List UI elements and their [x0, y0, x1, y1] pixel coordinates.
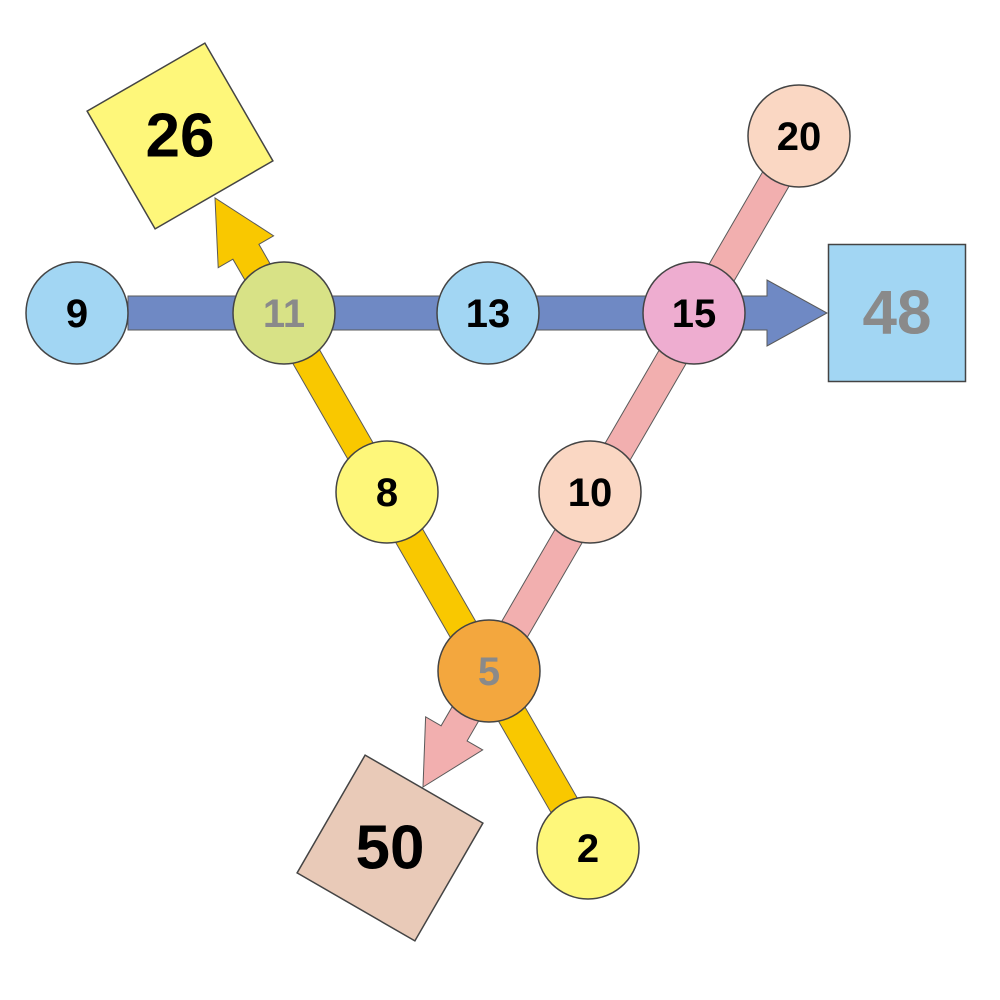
- target-48: [827, 243, 967, 383]
- node-5-label: 5: [478, 650, 500, 694]
- node-10-circle: [538, 440, 642, 544]
- node-5-circle: [437, 619, 541, 723]
- node-2-label: 2: [577, 827, 599, 871]
- target-48-label: 48: [863, 279, 932, 348]
- node-2: 2: [536, 796, 640, 900]
- target-50: [296, 754, 484, 942]
- node-2-circle: [536, 796, 640, 900]
- node-5: 5: [437, 619, 541, 723]
- node-15: 15: [642, 261, 746, 365]
- target-26-label: 26: [146, 102, 215, 171]
- target-48-box: [827, 243, 967, 383]
- node-9-label: 9: [66, 292, 88, 336]
- node-20-circle: [747, 84, 851, 188]
- node-10: 10: [538, 440, 642, 544]
- node-8-label: 8: [376, 471, 398, 515]
- node-13-circle: [436, 261, 540, 365]
- node-11-label: 11: [263, 292, 305, 336]
- target-26-box: [86, 42, 274, 230]
- node-8: 8: [335, 440, 439, 544]
- node-9-circle: [25, 261, 129, 365]
- node-11-circle: [232, 261, 336, 365]
- target-50-box: [296, 754, 484, 942]
- node-8-circle: [335, 440, 439, 544]
- node-11: 11: [232, 261, 336, 365]
- node-13: 13: [436, 261, 540, 365]
- node-20-label: 20: [777, 115, 822, 159]
- target-50-label: 50: [356, 814, 425, 883]
- node-20: 20: [747, 84, 851, 188]
- node-13-label: 13: [466, 292, 511, 336]
- target-layer: 26 48 50: [86, 42, 967, 942]
- node-15-circle: [642, 261, 746, 365]
- node-15-label: 15: [672, 292, 717, 336]
- node-layer: 2 5 8 9 10 11 13 15 20: [25, 84, 851, 900]
- node-9: 9: [25, 261, 129, 365]
- target-26: [86, 42, 274, 230]
- node-10-label: 10: [568, 471, 613, 515]
